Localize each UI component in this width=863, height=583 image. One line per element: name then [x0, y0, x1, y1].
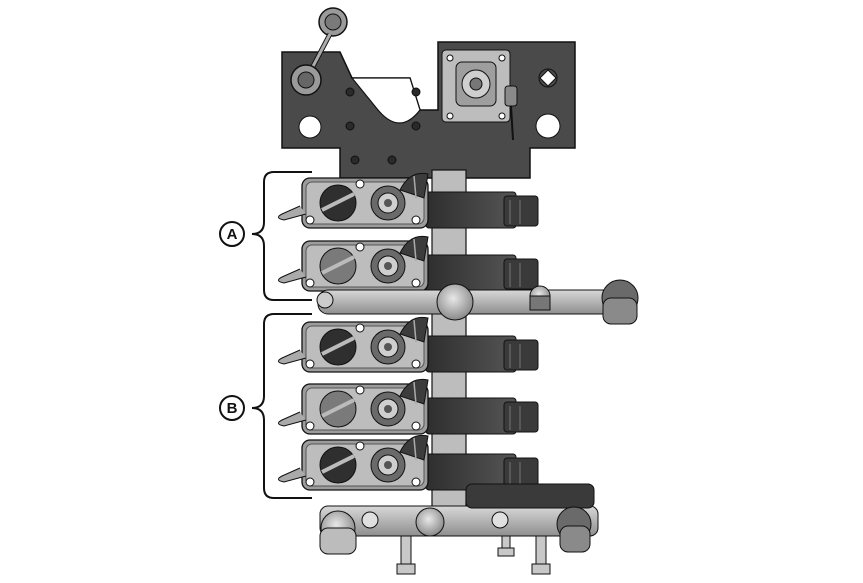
breakaway-connector [441, 49, 518, 141]
dust-cap-icon [290, 7, 348, 96]
valve-sections [278, 172, 539, 491]
callout-a: A [219, 221, 245, 247]
valve-section [278, 434, 539, 491]
mounting-plate [281, 41, 576, 179]
lower-manifold-rail [319, 483, 599, 575]
bracket-group-a [251, 171, 312, 301]
valve-section [278, 316, 539, 373]
valve-section [278, 172, 539, 229]
valve-section [278, 235, 539, 292]
bracket-group-b [251, 313, 312, 499]
callout-b: B [219, 395, 245, 421]
valve-section [278, 378, 539, 435]
upper-manifold-rail [316, 279, 639, 325]
